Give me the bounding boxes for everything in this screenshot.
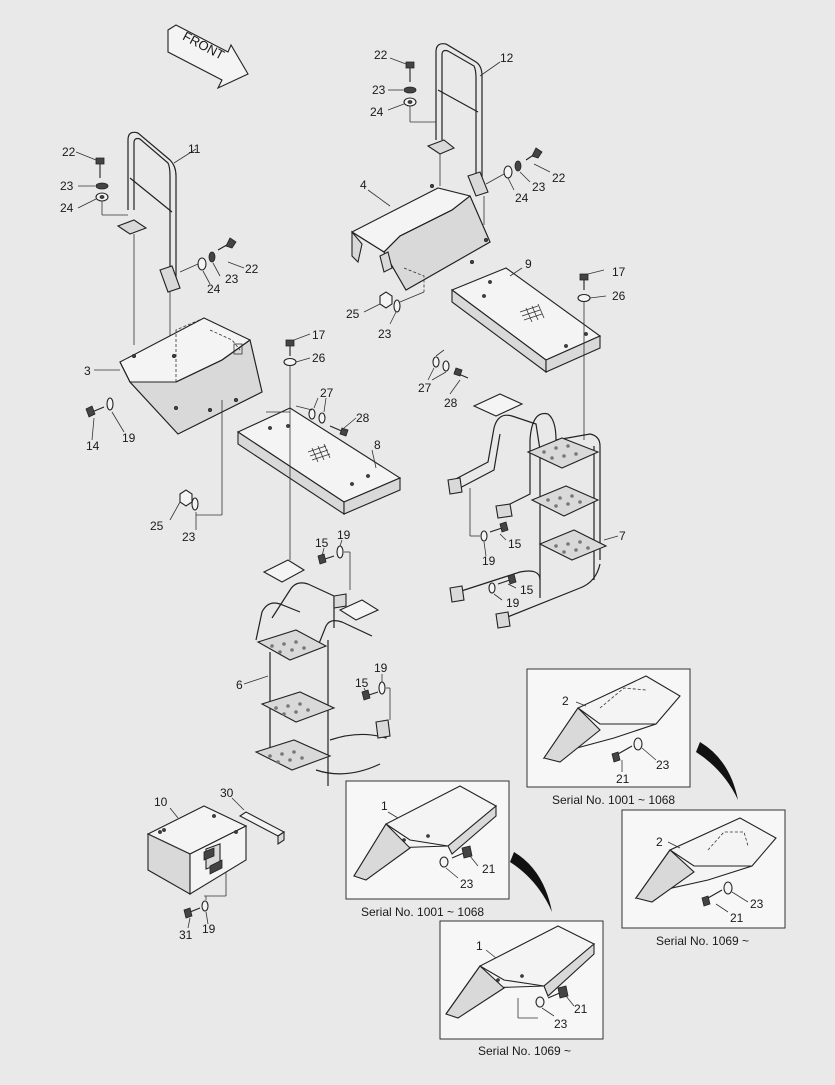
callout-24: 24 [370,105,384,119]
callout-22: 22 [552,171,566,185]
callout-2: 2 [656,835,663,849]
handrail-12 [426,43,501,225]
callout-4: 4 [360,178,367,192]
nut-25-washer-23-right [363,291,425,325]
inset-c-caption: Serial No. 1001 ~ 1068 [361,905,484,919]
fastener-stack-12-left [387,57,436,123]
bolt-31-washer-19 [183,896,209,929]
inset-a-caption: Serial No. 1001 ~ 1068 [552,793,675,807]
rod-30 [231,797,286,846]
callout-21: 21 [616,772,630,786]
callout-3: 3 [84,364,91,378]
washers-27-bolt-28-mid [295,397,357,437]
floor-plate-8 [236,407,402,516]
callout-28: 28 [444,396,458,410]
callout-2: 2 [562,694,569,708]
callout-19: 19 [202,922,216,936]
inset-b: Serial No. 1069 ~ [621,809,786,948]
callout-23: 23 [554,1017,568,1031]
callout-24: 24 [207,282,221,296]
callout-6: 6 [236,678,243,692]
inset-d: Serial No. 1069 ~ [439,920,604,1058]
inset-b-caption: Serial No. 1069 ~ [656,934,749,948]
callout-22: 22 [374,48,388,62]
bolt-14-washer-19 [85,397,125,441]
transition-arrow-a [696,742,738,800]
callout-23: 23 [225,272,239,286]
callout-15: 15 [508,537,522,551]
callout-19: 19 [337,528,351,542]
callout-23: 23 [656,758,670,772]
callout-27: 27 [320,386,334,400]
fastener-stack-11-right [179,237,245,285]
callout-30: 30 [220,786,234,800]
callout-1: 1 [476,939,483,953]
bolt-17-washer-26-right [577,269,607,440]
callout-21: 21 [574,1002,588,1016]
callout-23: 23 [460,877,474,891]
callout-31: 31 [179,928,193,942]
callout-21: 21 [730,911,744,925]
callout-17: 17 [312,328,326,342]
callout-7: 7 [619,529,626,543]
callout-19: 19 [374,661,388,675]
callout-15: 15 [315,536,329,550]
step-ladder-6 [243,559,391,786]
front-arrow: FRONT [167,24,249,90]
callout-23: 23 [60,179,74,193]
bolts-15-washers-19-ladder6 [317,539,391,720]
callout-15: 15 [520,583,534,597]
callout-1: 1 [381,799,388,813]
callout-15: 15 [355,676,369,690]
callout-labels: 11 22 23 24 22 23 24 3 14 19 25 23 17 26… [60,48,764,1031]
callout-26: 26 [612,289,626,303]
step-cover-3 [94,317,263,435]
step-ladder-7 [447,393,619,629]
inset-a: Serial No. 1001 ~ 1068 [526,668,691,807]
callout-19: 19 [482,554,496,568]
callout-14: 14 [86,439,100,453]
callout-24: 24 [60,201,74,215]
nut-25-washer-23-left [169,400,223,530]
callout-28: 28 [356,411,370,425]
callout-11: 11 [188,142,201,156]
callout-8: 8 [374,438,381,452]
floor-plate-9 [450,267,602,374]
callout-22: 22 [62,145,76,159]
fastener-stack-12-right [485,147,551,191]
callout-23: 23 [182,530,196,544]
callout-17: 17 [612,265,626,279]
tool-box-10 [146,805,248,897]
callout-23: 23 [750,897,764,911]
bolt-17-washer-26-mid [283,333,311,560]
step-cover-4 [350,183,491,292]
callout-25: 25 [346,307,360,321]
callout-23: 23 [378,327,392,341]
callout-9: 9 [525,257,532,271]
callout-10: 10 [154,795,168,809]
callout-27: 27 [418,381,432,395]
callout-19: 19 [506,596,520,610]
washers-27-bolt-28-right [427,349,469,395]
callout-12: 12 [500,51,514,65]
callout-21: 21 [482,862,496,876]
callout-25: 25 [150,519,164,533]
callout-22: 22 [245,262,259,276]
callout-26: 26 [312,351,326,365]
bolts-15-washers-19-ladder7 [469,488,517,601]
callout-24: 24 [515,191,529,205]
transition-arrow-c [510,852,552,912]
callout-23: 23 [372,83,386,97]
callout-19: 19 [122,431,136,445]
fastener-stack-11-left [75,151,128,216]
callout-23: 23 [532,180,546,194]
inset-c: Serial No. 1001 ~ 1068 [345,780,510,919]
inset-d-caption: Serial No. 1069 ~ [478,1044,571,1058]
